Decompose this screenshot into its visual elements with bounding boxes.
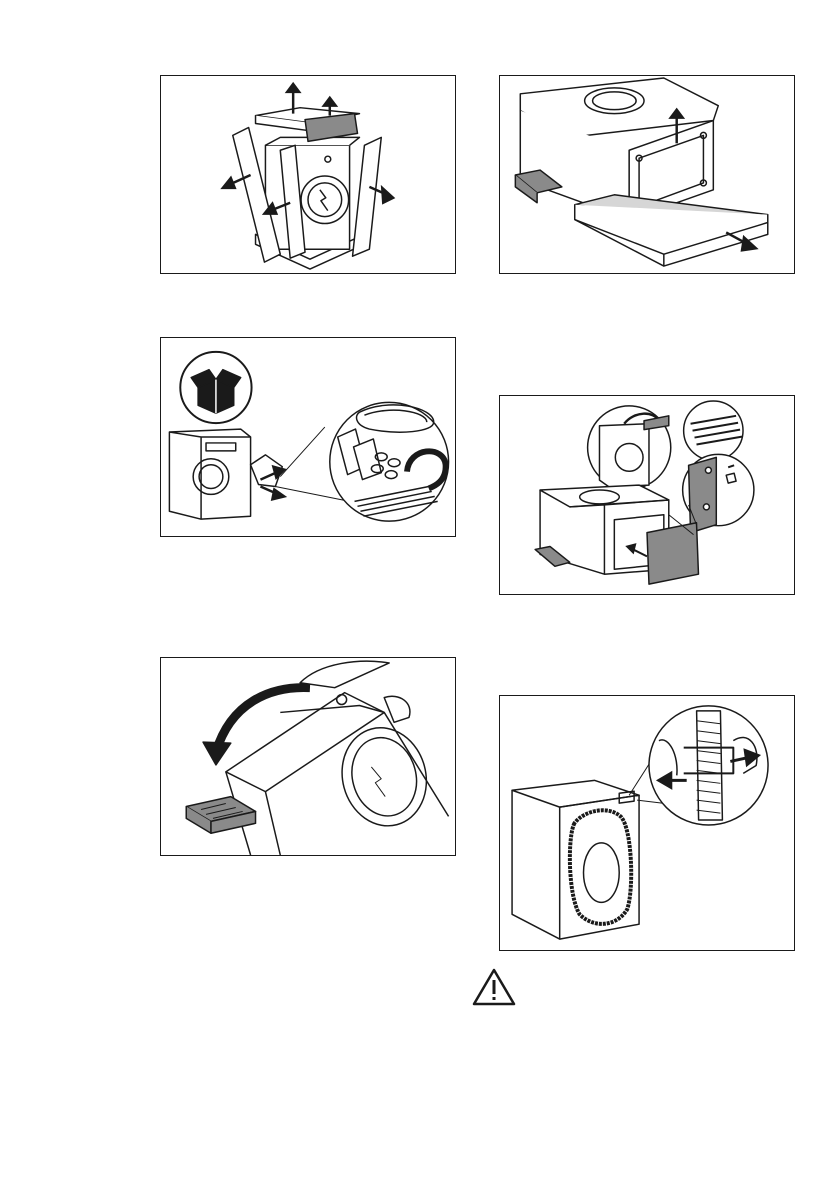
figure-remove-base-foam <box>499 75 795 274</box>
figure-tilt-machine <box>160 657 456 856</box>
accessories-box-illustration <box>161 338 455 536</box>
figure-remove-packaging <box>160 75 456 274</box>
packaging-removal-illustration <box>161 76 455 273</box>
figure-cover-rear <box>499 395 795 595</box>
tilt-machine-illustration <box>161 658 455 855</box>
hose-clip-illustration <box>500 696 794 950</box>
rear-panel-cover-illustration <box>500 396 794 594</box>
figure-hose-holder <box>499 695 795 951</box>
base-removal-illustration <box>500 76 794 273</box>
figure-accessories <box>160 337 456 537</box>
warning-triangle-icon <box>472 968 516 1006</box>
